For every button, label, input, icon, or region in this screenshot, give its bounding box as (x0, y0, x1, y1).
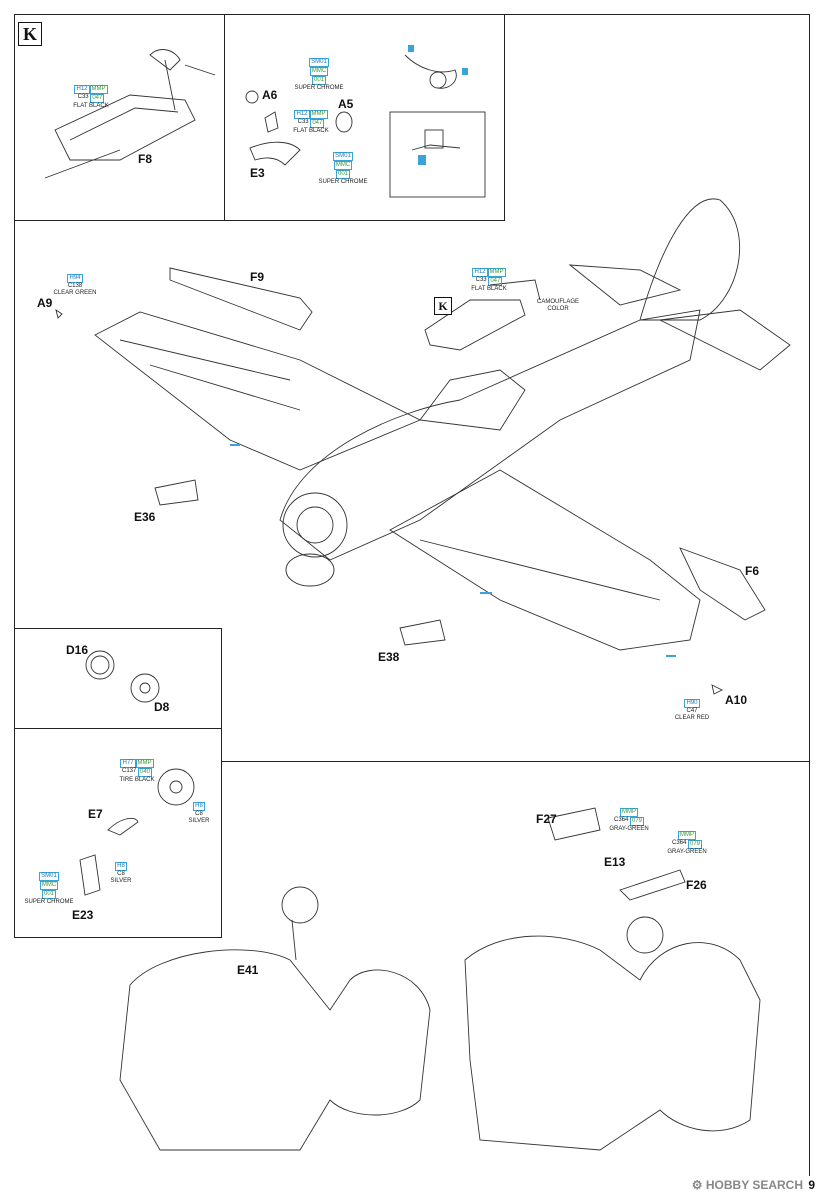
frame-gear-box-right (221, 728, 222, 938)
step-k-badge: K (18, 22, 42, 46)
frame-left-top (14, 14, 15, 938)
frame-gear-box-top (14, 728, 222, 729)
frame-k-right (504, 14, 505, 221)
part-label-d8: D8 (154, 700, 170, 714)
part-label-e3: E3 (250, 166, 265, 180)
frame-gear-box-bottom (14, 937, 222, 938)
part-label-e23: E23 (72, 908, 94, 922)
part-label-e38: E38 (378, 650, 400, 664)
part-label-a9: A9 (37, 296, 53, 310)
cockpit-k-badge: K (434, 297, 452, 315)
frame-gear-top (14, 628, 222, 629)
frame-gear-mid (221, 761, 810, 762)
part-label-e36: E36 (134, 510, 156, 524)
paint-callout-a10: H90 C47 CLEAR RED (674, 699, 710, 721)
part-label-d16: D16 (66, 643, 89, 657)
page-number: 9 (808, 1178, 815, 1192)
paint-callout-gray-green-1: MMP C364 079 GRAY-GREEN (609, 808, 649, 832)
part-label-e41: E41 (237, 963, 259, 977)
frame-top (14, 14, 810, 15)
part-label-e7: E7 (88, 807, 103, 821)
part-label-a6: A6 (262, 88, 278, 102)
frame-right (809, 14, 810, 1176)
part-label-a10: A10 (725, 693, 748, 707)
part-label-f8: F8 (138, 152, 153, 166)
part-label-f9: F9 (250, 270, 265, 284)
part-label-f26: F26 (686, 878, 707, 892)
paint-callout-sm01-top: SM01 MMC 001 SUPER CHROME (294, 58, 344, 91)
part-label-f6: F6 (745, 564, 760, 578)
paint-callout-chrome: SM01 MMC 001 SUPER CHROME (24, 872, 74, 905)
paint-callout-sm01-bottom: SM01 MMC 001 SUPER CHROME (318, 152, 368, 185)
frame-gear-right (221, 628, 222, 762)
paint-callout-gray-green-2: MMP C364 079 GRAY-GREEN (667, 831, 707, 855)
paint-callout-silver-b: H8 C8 SILVER (110, 862, 132, 884)
frame-k-divider (224, 14, 225, 221)
paint-callout-silver-a: H8 C8 SILVER (188, 802, 210, 824)
part-label-a5: A5 (338, 97, 354, 111)
camo-note: CAMOUFLAGE COLOR (536, 299, 579, 312)
part-label-e13: E13 (604, 855, 626, 869)
part-label-f27: F27 (536, 812, 557, 826)
frame-k-bottom (14, 220, 504, 221)
paint-callout-a9: H94 C138 CLEAR GREEN (53, 274, 97, 296)
watermark: ⚙ HOBBY SEARCH (691, 1178, 803, 1192)
